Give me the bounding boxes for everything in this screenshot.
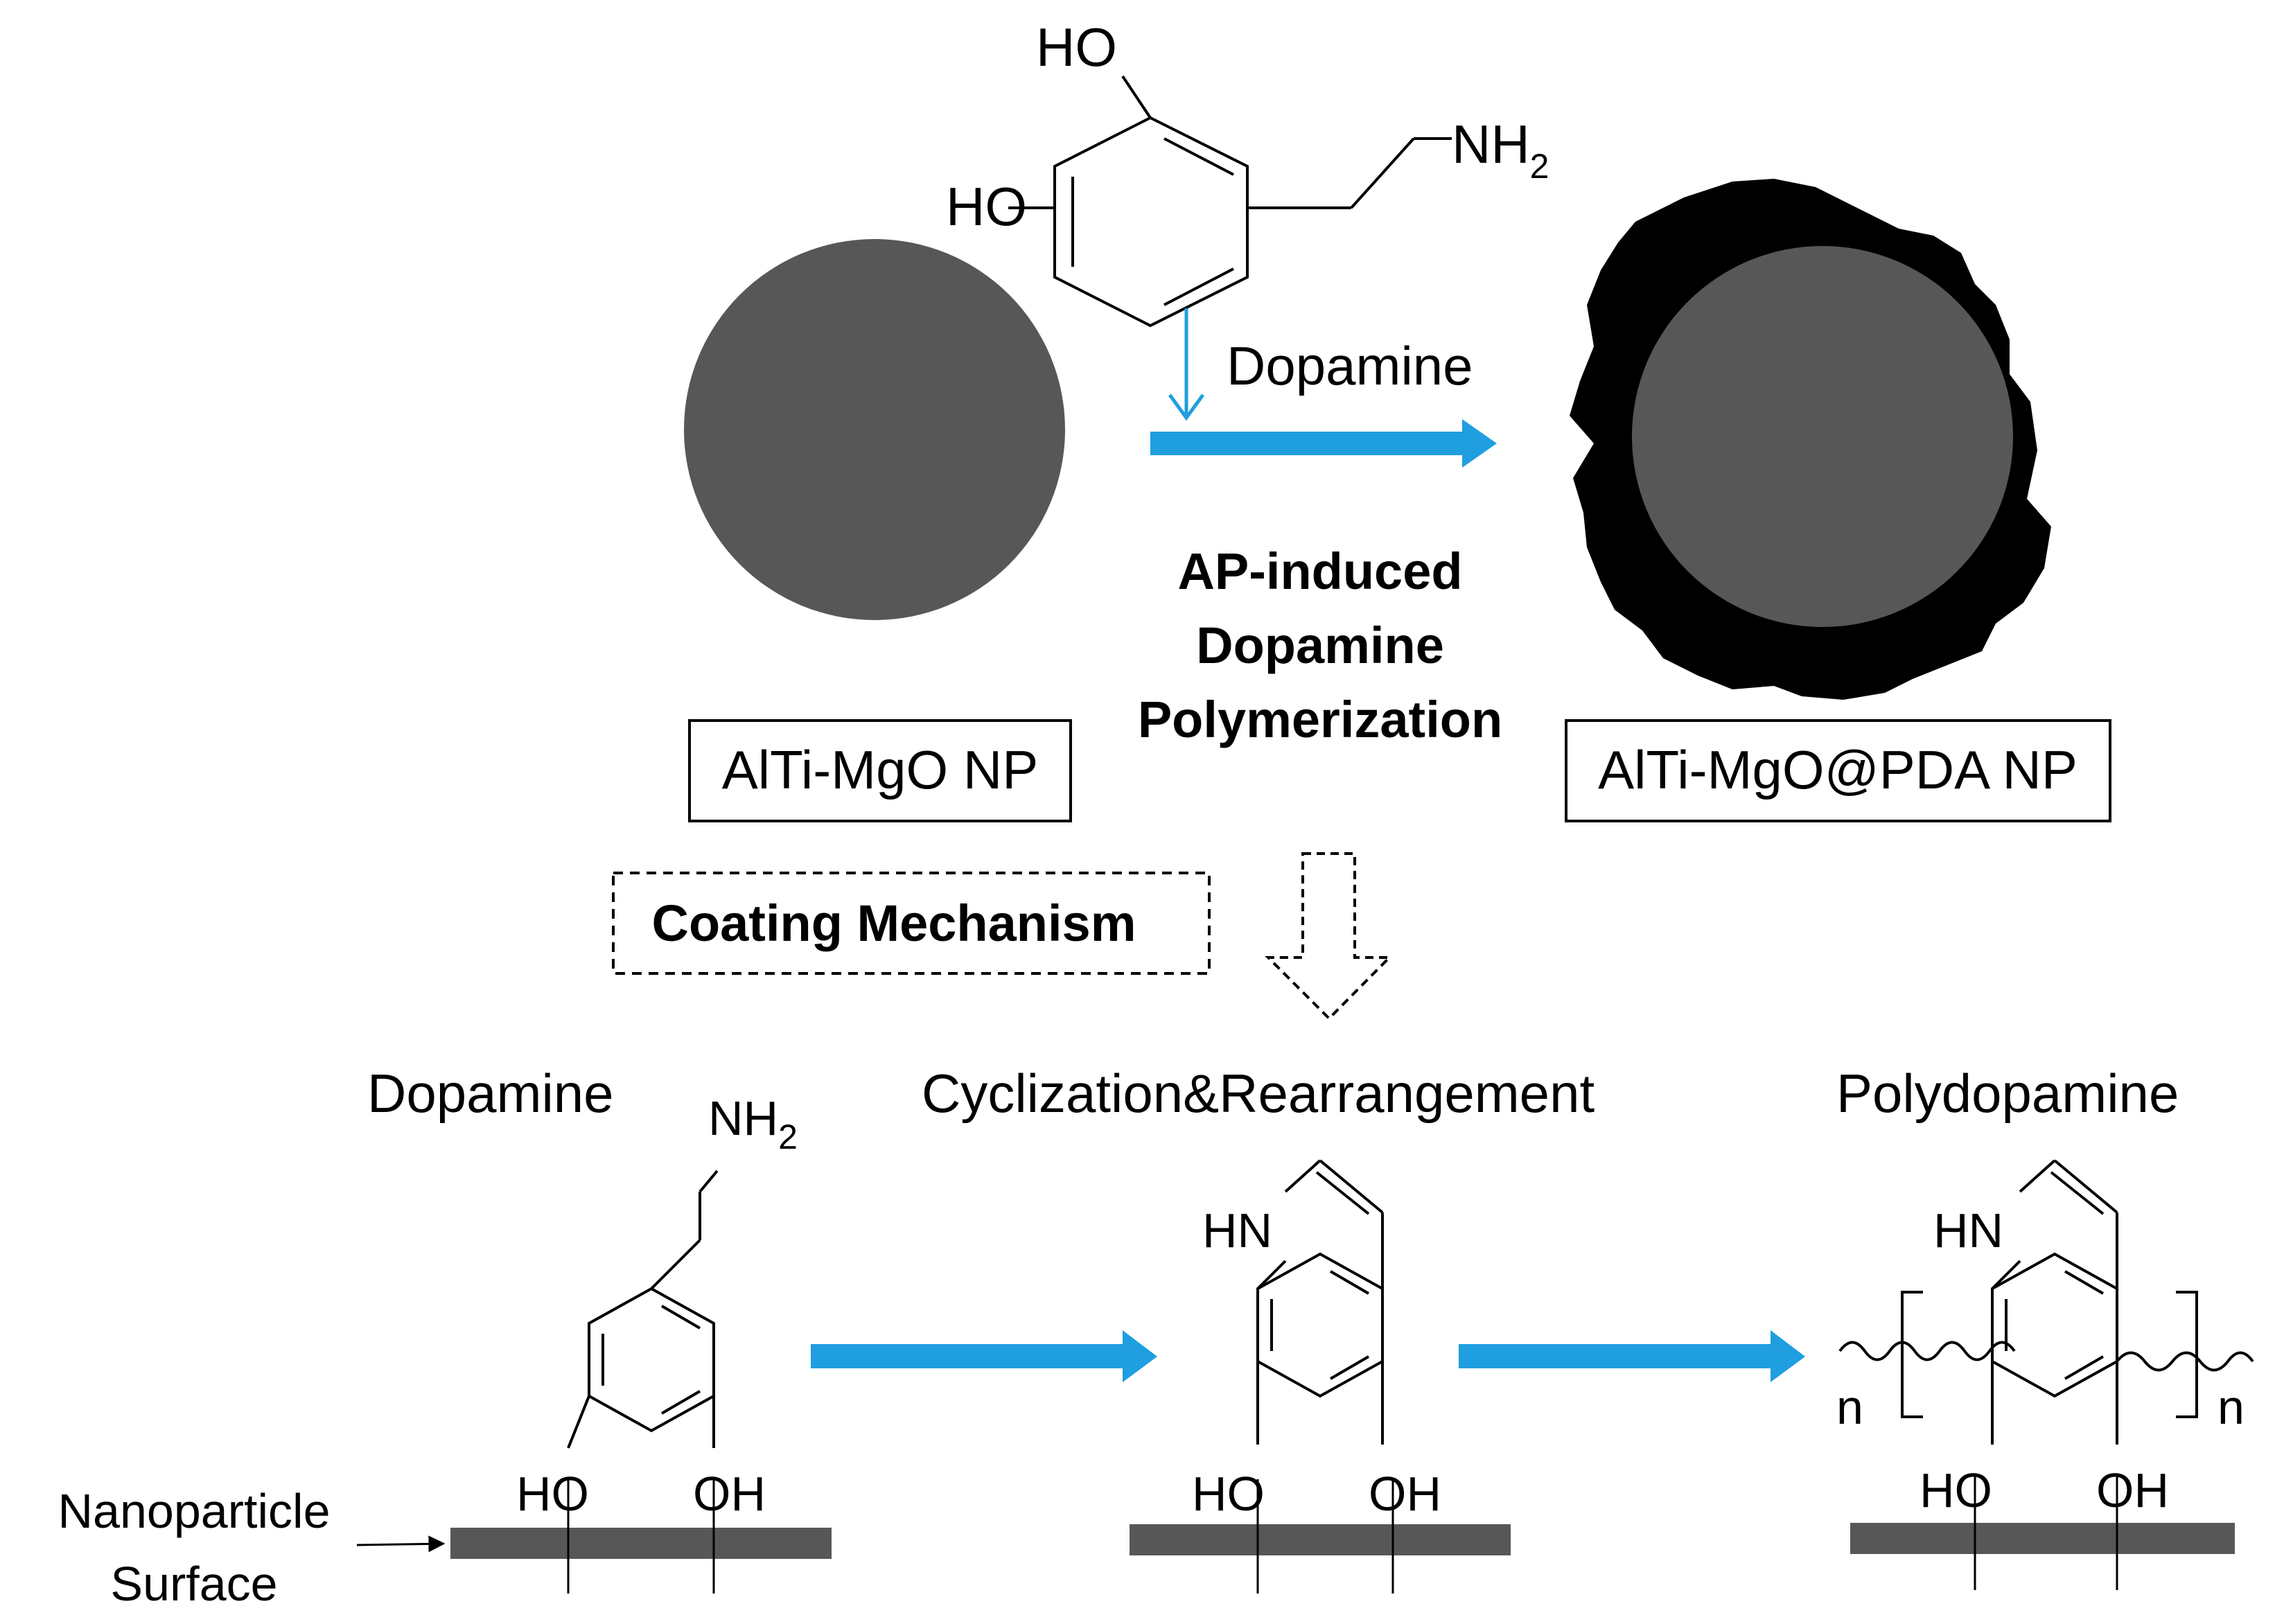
stage2-hn-label: HN [1202,1203,1272,1257]
stage2-surface [1130,1524,1511,1555]
right-particle-label: AlTi-MgO@PDA NP [1598,739,2078,800]
stage3-n-left-label: n [1836,1380,1863,1434]
stage-title-dopamine: Dopamine [367,1063,614,1124]
top-amine-label: NH2 [1452,114,1549,186]
process-label-line-2: Dopamine [1196,617,1444,674]
stage3-hn-label: HN [1933,1203,2003,1257]
reagent-label: Dopamine [1227,335,1473,396]
top-ho-lower-label: HO [946,176,1027,237]
stage-title-polydopamine: Polydopamine [1836,1063,2179,1124]
reaction-arrow-icon [1459,1330,1805,1382]
reaction-arrow-icon [811,1330,1157,1382]
coating-mechanism-label: Coating Mechanism [652,894,1136,952]
stage-title-cyclization: Cyclization&Rearrangement [922,1063,1595,1124]
stage2-indole-molecule [1256,1159,1384,1445]
right-particle-label-box [1565,719,2111,822]
hollow-down-arrow-icon [1265,852,1393,1021]
surface-label-line-1: Nanoparticle [58,1484,331,1538]
down-arrow-icon [1168,308,1205,421]
surface-pointer-arrow [356,1535,446,1553]
stage1-amine-label: NH2 [708,1091,798,1156]
stage2-oh-label: OH [1369,1467,1441,1521]
stage3-polydopamine-molecule [1838,1159,2254,1445]
coated-nanoparticle-core [1632,246,2013,627]
stage1-surface [450,1528,832,1559]
top-dopamine-molecule [1008,75,1452,328]
top-ho-upper-label: HO [1036,17,1117,78]
stage3-oh-label: OH [2096,1463,2169,1517]
stage1-ho-label: HO [516,1467,589,1521]
left-particle-label-box [688,719,1072,822]
stage3-n-right-label: n [2217,1380,2245,1434]
reaction-arrow-icon [1150,419,1497,468]
stage3-surface [1850,1523,2235,1554]
surface-label-line-2: Surface [110,1557,277,1611]
process-label-line-1: AP-induced [1177,542,1462,600]
bare-nanoparticle [684,239,1065,620]
stage1-dopamine-molecule [567,1170,719,1449]
stage2-ho-label: HO [1192,1467,1265,1521]
left-particle-label: AlTi-MgO NP [722,739,1038,800]
stage3-ho-label: HO [1920,1463,1992,1517]
stage1-oh-label: OH [693,1467,766,1521]
process-label-line-3: Polymerization [1138,691,1502,748]
